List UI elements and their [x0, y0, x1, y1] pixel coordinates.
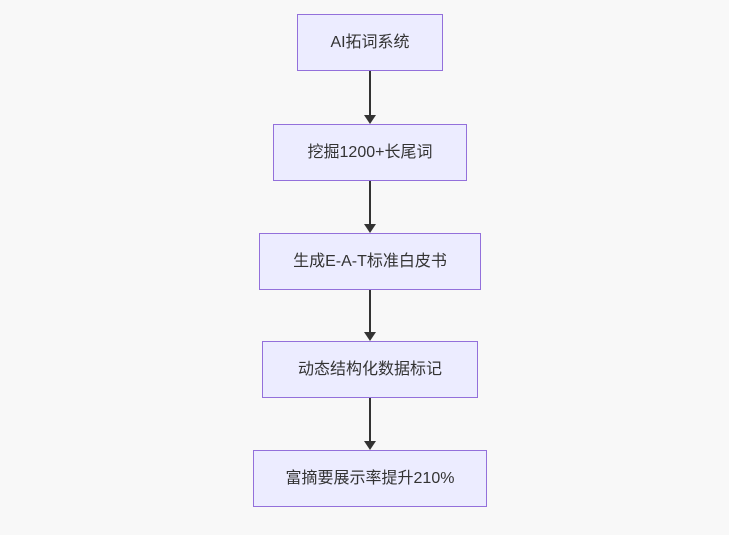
flow-node-label: 动态结构化数据标记	[297, 360, 442, 378]
arrow-line	[369, 181, 371, 224]
flow-arrow-n4-n5	[364, 398, 376, 450]
flow-node-label: 富摘要展示率提升210%	[285, 469, 455, 487]
flow-arrow-n3-n4	[364, 290, 376, 341]
flow-arrow-n2-n3	[364, 181, 376, 233]
arrow-line	[369, 71, 371, 115]
flow-node-structured-data-markup: 动态结构化数据标记	[262, 341, 478, 398]
flow-node-eat-whitepaper: 生成E-A-T标准白皮书	[259, 233, 481, 290]
arrow-head-icon	[364, 115, 376, 124]
arrow-head-icon	[364, 332, 376, 341]
flow-node-label: 挖掘1200+长尾词	[307, 143, 433, 161]
arrow-head-icon	[364, 224, 376, 233]
flow-node-label: AI拓词系统	[330, 33, 410, 51]
arrow-head-icon	[364, 441, 376, 450]
arrow-line	[369, 398, 371, 441]
arrow-line	[369, 290, 371, 332]
flow-arrow-n1-n2	[364, 71, 376, 124]
flow-node-ai-word-system: AI拓词系统	[297, 14, 443, 71]
flow-node-label: 生成E-A-T标准白皮书	[293, 252, 447, 270]
flow-node-rich-snippet-result: 富摘要展示率提升210%	[253, 450, 487, 507]
flow-node-longtail-mining: 挖掘1200+长尾词	[273, 124, 467, 181]
